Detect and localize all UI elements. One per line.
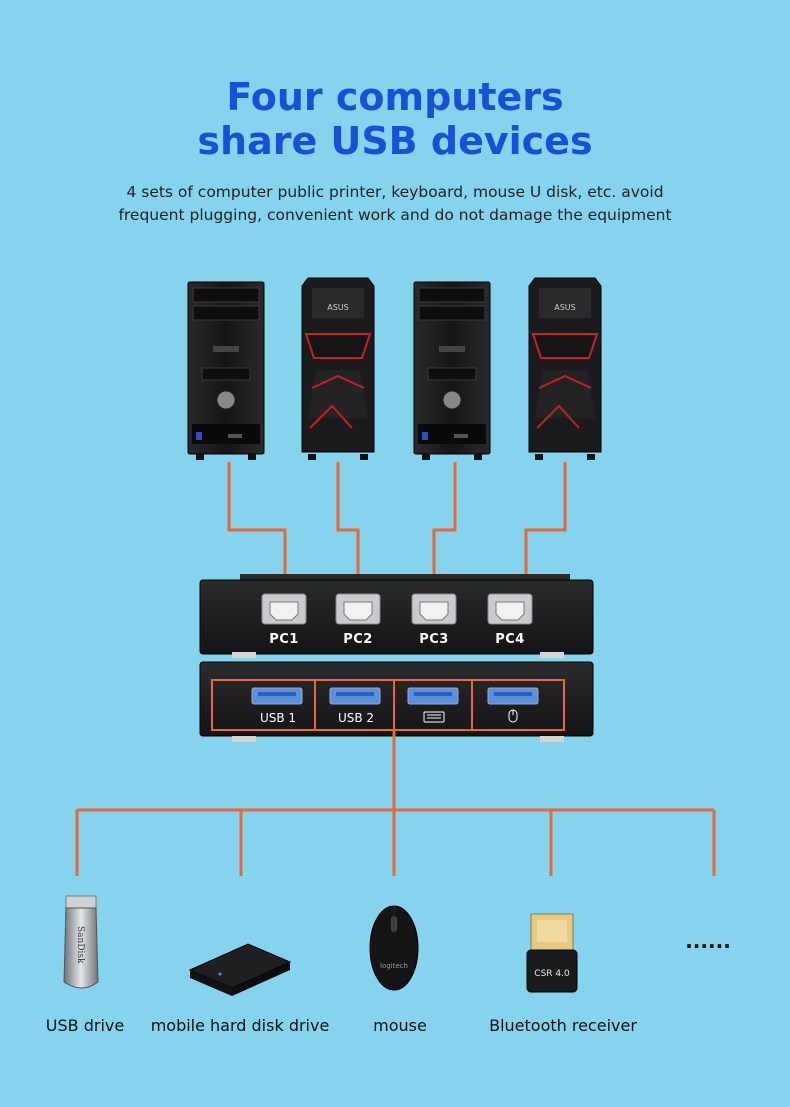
subtitle-line-1: 4 sets of computer public printer, keybo… — [126, 183, 664, 201]
usb-port-label-2: USB 2 — [337, 711, 375, 725]
keyboard-icon — [423, 711, 445, 723]
mouse-icon — [508, 709, 518, 723]
bluetooth-receiver-image: CSR 4.0 — [526, 913, 578, 993]
usb-a-port-2 — [329, 687, 381, 705]
title-line-2: share USB devices — [197, 119, 593, 163]
label-bluetooth: Bluetooth receiver — [489, 1016, 637, 1035]
usb-b-port-2 — [335, 593, 381, 625]
usb-b-port-3 — [411, 593, 457, 625]
usb-port-label-1: USB 1 — [259, 711, 297, 725]
more-devices-ellipsis: ...... — [685, 929, 731, 953]
usb-a-port-1 — [251, 687, 303, 705]
subtitle-line-2: frequent plugging, convenient work and d… — [118, 206, 672, 224]
sandisk-logo: SanDisk — [75, 926, 85, 964]
usb-a-port-4 — [487, 687, 539, 705]
usb-b-port-1 — [261, 593, 307, 625]
device-wires — [75, 730, 716, 876]
computer-3 — [413, 281, 491, 460]
pc-port-label-2: PC2 — [343, 632, 373, 647]
csr-label: CSR 4.0 — [534, 969, 570, 979]
usb-b-port-4 — [487, 593, 533, 625]
computer-2: ASUS — [301, 277, 375, 460]
asus-logo-1: ASUS — [327, 303, 348, 312]
label-usb-drive: USB drive — [45, 1016, 125, 1035]
mouse-image: logitech — [369, 905, 419, 991]
hard-disk-image — [188, 943, 292, 996]
pc-port-label-1: PC1 — [269, 632, 299, 647]
label-hard-disk: mobile hard disk drive — [150, 1016, 330, 1035]
switch-front-panel — [199, 661, 594, 742]
pc-port-label-3: PC3 — [419, 632, 449, 647]
pc-wires — [227, 462, 567, 600]
pc-port-label-4: PC4 — [495, 632, 525, 647]
label-mouse: mouse — [373, 1016, 427, 1035]
title-line-1: Four computers — [226, 75, 564, 119]
computer-1 — [187, 281, 265, 460]
usb-a-port-3 — [407, 687, 459, 705]
switch-back-panel — [199, 574, 594, 658]
logitech-logo: logitech — [380, 962, 408, 970]
computer-4: ASUS — [528, 277, 602, 460]
usb-drive-image: SanDisk — [63, 895, 99, 989]
asus-logo-2: ASUS — [554, 303, 575, 312]
